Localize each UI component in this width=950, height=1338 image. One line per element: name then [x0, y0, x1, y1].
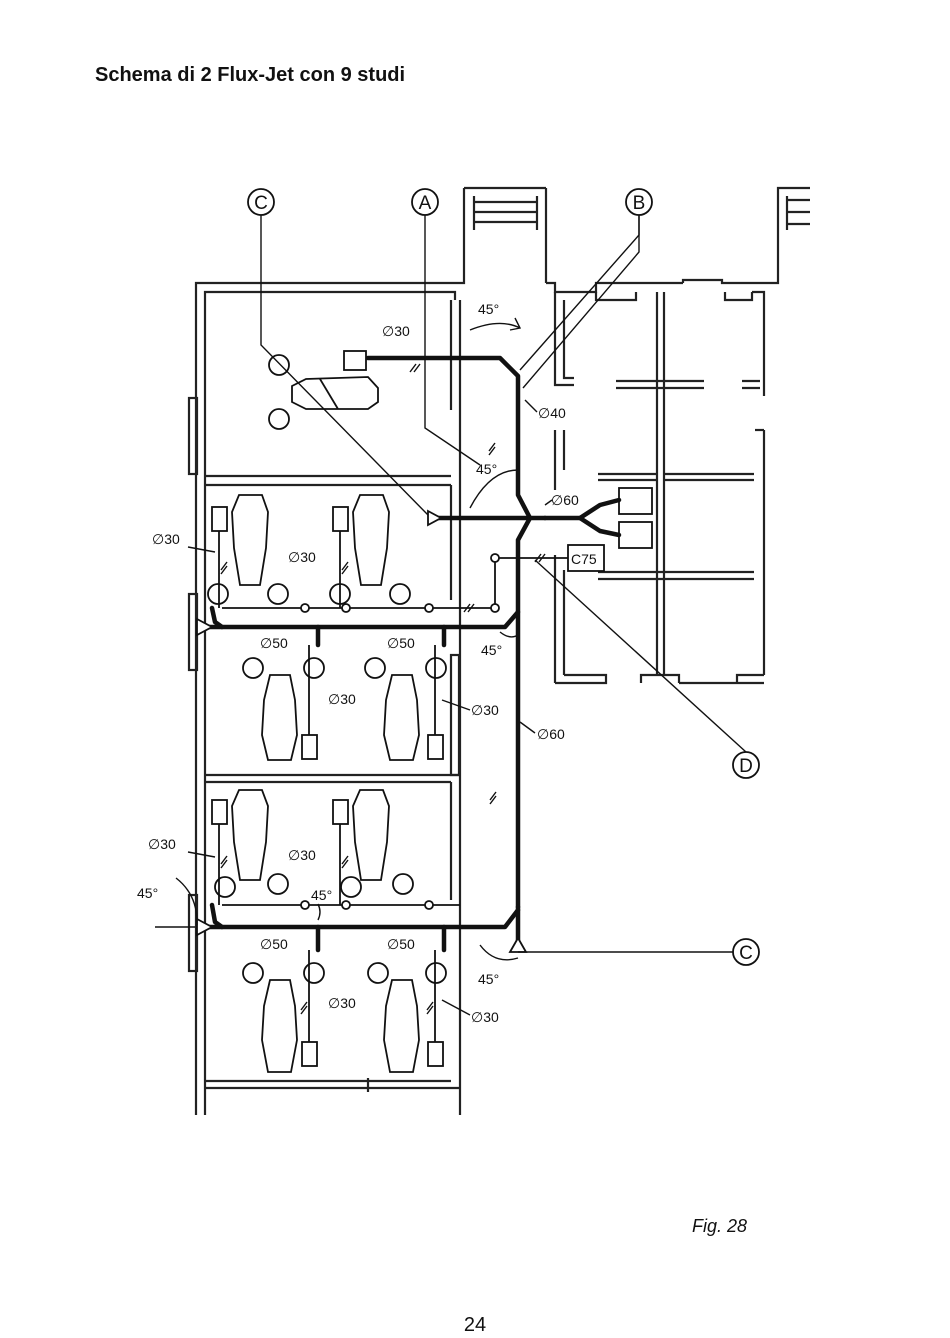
- label-angle-mid: 45°: [476, 461, 497, 477]
- label-d30-room3b: ∅30: [471, 702, 499, 718]
- terminal-arrow-icon: [510, 938, 526, 952]
- dental-chair-icon: [262, 980, 297, 1072]
- room-4-equipment: [212, 790, 413, 897]
- stool-icon: [268, 874, 288, 894]
- label-d30-room3a: ∅30: [328, 691, 356, 707]
- stool-icon: [426, 658, 446, 678]
- spittoon-icon: [302, 1042, 317, 1066]
- flux-jet-motor-icon: [619, 488, 652, 514]
- stool-icon: [243, 963, 263, 983]
- stool-icon: [341, 877, 361, 897]
- spittoon-icon: [333, 507, 348, 531]
- label-d30-left-a: ∅30: [152, 531, 180, 547]
- dental-chair-icon: [232, 495, 268, 585]
- spittoon-icon: [333, 800, 348, 824]
- terminal-arrow-icon: [428, 511, 441, 525]
- svg-text:C: C: [254, 193, 268, 214]
- svg-text:A: A: [419, 193, 432, 214]
- label-d30-top: ∅30: [382, 323, 410, 339]
- spittoon-icon: [428, 1042, 443, 1066]
- label-c75: C75: [571, 551, 597, 567]
- dental-chair-icon: [384, 980, 419, 1072]
- callout-d-right: D: [733, 752, 759, 778]
- stool-icon: [304, 963, 324, 983]
- dental-chair-icon: [384, 675, 419, 760]
- label-angle-room4: 45°: [311, 887, 332, 903]
- flux-jet-motor-icon: [619, 522, 652, 548]
- stool-icon: [268, 584, 288, 604]
- room-1-equipment: [269, 351, 378, 429]
- label-d30-room5b: ∅30: [471, 1009, 499, 1025]
- angle-arcs: [176, 318, 520, 960]
- svg-text:D: D: [739, 756, 753, 777]
- spittoon-icon: [212, 800, 227, 824]
- spittoon-icon: [212, 507, 227, 531]
- callout-b-top: B: [626, 189, 652, 215]
- label-angle-left: 45°: [137, 885, 158, 901]
- label-d50-c: ∅50: [260, 936, 288, 952]
- room-3-equipment: [243, 658, 446, 760]
- dental-chair-icon: [353, 790, 389, 880]
- label-d30-left-b: ∅30: [148, 836, 176, 852]
- stool-icon: [426, 963, 446, 983]
- label-d50-b: ∅50: [387, 635, 415, 651]
- label-d30-room2: ∅30: [288, 549, 316, 565]
- stool-icon: [269, 355, 289, 375]
- stool-icon: [215, 877, 235, 897]
- svg-text:C: C: [739, 943, 753, 964]
- callout-a-top: A: [412, 189, 438, 215]
- stool-icon: [365, 658, 385, 678]
- label-d50-a: ∅50: [260, 635, 288, 651]
- page-number: 24: [0, 1314, 950, 1337]
- callout-c-top: C: [248, 189, 274, 215]
- stool-icon: [304, 658, 324, 678]
- main-pipes: [205, 358, 619, 950]
- label-angle-top: 45°: [478, 301, 499, 317]
- stool-icon: [390, 584, 410, 604]
- thin-branch-pipes: [219, 531, 568, 1042]
- dental-chair-icon: [232, 790, 268, 880]
- dental-chair-icon: [262, 675, 297, 760]
- label-angle-riser: 45°: [481, 642, 502, 658]
- label-d40: ∅40: [538, 405, 566, 421]
- stool-icon: [368, 963, 388, 983]
- stool-icon: [208, 584, 228, 604]
- spittoon-icon: [302, 735, 317, 759]
- label-d30-room5a: ∅30: [328, 995, 356, 1011]
- callout-c-right: C: [733, 939, 759, 965]
- label-d60-top: ∅60: [551, 492, 579, 508]
- figure-caption: Fig. 28: [692, 1216, 747, 1237]
- dental-chair-icon: [353, 495, 389, 585]
- label-d30-room4: ∅30: [288, 847, 316, 863]
- label-d60-riser: ∅60: [537, 726, 565, 742]
- left-building-walls: [189, 188, 464, 1115]
- flux-jet-unit-icon: [344, 351, 366, 370]
- spittoon-icon: [428, 735, 443, 759]
- room-5-equipment: [243, 963, 446, 1072]
- label-d50-d: ∅50: [387, 936, 415, 952]
- svg-text:B: B: [633, 193, 646, 214]
- stool-icon: [269, 409, 289, 429]
- label-angle-bottom: 45°: [478, 971, 499, 987]
- stool-icon: [393, 874, 413, 894]
- stool-icon: [243, 658, 263, 678]
